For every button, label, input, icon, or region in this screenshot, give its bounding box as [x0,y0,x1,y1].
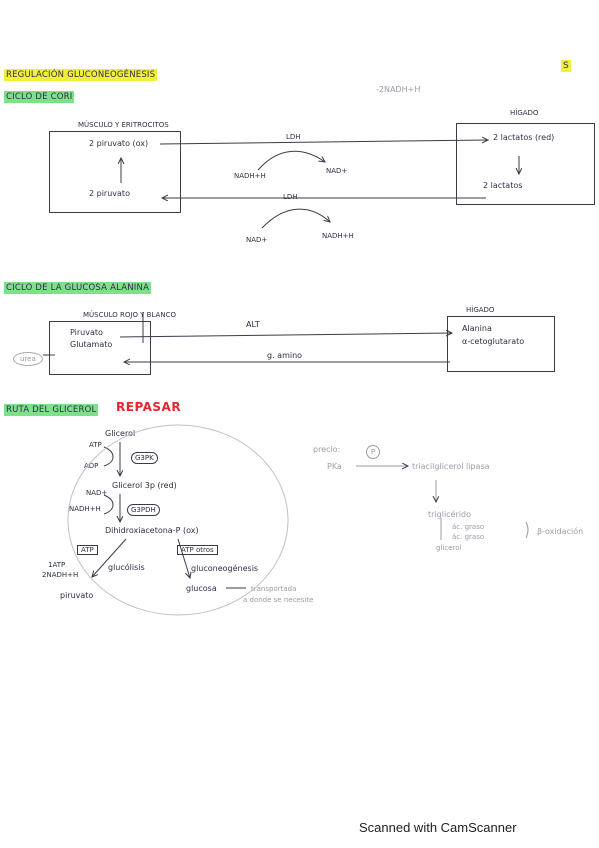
alanine-heading: CICLO DE LA GLUCOSA ALANINA [4,282,152,294]
piruvato-label: piruvato [60,591,94,600]
transport-note-2: a donde se necesite [243,596,314,604]
alanine-left-caption: MÚSCULO ROJO Y BLANCO [83,311,176,319]
transport-note-1: transportada [251,585,297,593]
alanine-left-line1: Piruvato [70,328,103,337]
atp-box: ATP [77,545,98,555]
cori-bottom-enzyme: LDH [283,193,298,201]
cori-heading: CICLO DE CORI [4,91,75,103]
alanine-right-box [447,316,555,372]
alanine-right-caption: HÍGADO [466,306,495,314]
adp-label: ADP [84,462,99,470]
alanine-left-box [49,321,151,375]
glicerol-small: glicerol [436,544,462,552]
cori-bottom-out: NADH+H [322,232,354,240]
alanine-mid-label: g. amino [267,351,303,360]
cori-left-bottom: 2 piruvato [89,189,130,198]
cori-right-top: 2 lactatos (red) [493,133,555,142]
nad-label: NAD+ [86,489,108,497]
repasar-tag: REPASAR [116,400,182,414]
cori-right-bottom: 2 lactatos [483,181,523,190]
glicerol-label: Glicerol [105,429,136,438]
cori-right-box [456,123,595,205]
cori-top-in: NADH+H [234,172,266,180]
cori-right-caption: HÍGADO [510,109,539,117]
cori-top-out: NAD+ [326,167,348,175]
alanine-enzyme: ALT [246,320,260,329]
triglic-label: triglicérido [428,510,471,519]
lipasa-label: triacilglicerol lipasa [412,462,490,471]
atp-yield-2: 2NADH+H [42,571,79,579]
gluconeo-label: gluconeogénesis [191,564,259,573]
atp-otros-box: ATP otros [177,545,218,555]
page-title: REGULACIÓN GLUCONEOGÉNESIS [4,69,158,81]
glucolisis-label: glucólisis [108,563,145,572]
pka-label: PKa [327,462,342,471]
ac-graso-1: ác. graso [452,523,485,531]
alanine-right-line2: α-cetoglutarato [462,337,525,346]
scanner-footer: Scanned with CamScanner [359,820,517,835]
nadh-label: NADH+H [69,505,101,513]
cori-left-box [49,131,181,213]
dhap-label: Dihidroxiacetona-P (ox) [105,526,199,535]
g3p-label: Glicerol 3p (red) [112,481,177,490]
cori-left-caption: MÚSCULO Y ERITROCITOS [78,121,169,129]
cori-bottom-in: NAD+ [246,236,268,244]
atp-label: ATP [89,441,102,449]
alanine-right-line1: Alanina [462,324,492,333]
beta-ox-label: β-oxidación [537,527,584,536]
g3pk-enzyme: G3PK [131,452,158,464]
cori-left-top: 2 piruvato (ox) [89,139,149,148]
alanine-left-line2: Glutamato [70,340,113,349]
ac-graso-2: ác. graso [452,533,485,541]
phosphate-circle: P [366,445,380,459]
g3pdh-enzyme: G3PDH [127,504,160,516]
cori-top-enzyme: LDH [286,133,301,141]
alanine-urea-note: urea [13,352,43,366]
glucosa-label: glucosa [186,584,217,593]
glycerol-heading: RUTA DEL GLICEROL [4,404,99,416]
atp-yield-1: 1ATP [48,561,66,569]
top-right-note: -2NADH+H [376,85,421,94]
corner-mark: S [561,60,571,72]
regulation-prefix: precio: [313,445,341,454]
